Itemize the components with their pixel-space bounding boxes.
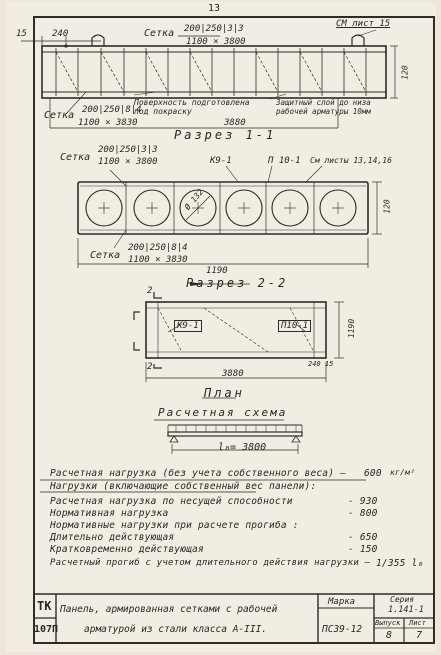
elevation-mesh-bottom-size: 1100 × 3830 [78,118,138,128]
loads-longterm-value: - 650 [348,532,378,543]
section-1-k9-label: К9-1 [210,156,232,166]
section-2-dim-end: 240 15 [308,360,334,368]
section-1-mesh-top-size: 1100 × 3800 [98,157,158,167]
elevation-note-cover-1: Защитный слой до низа [276,98,371,107]
elevation-height: 120 [400,65,410,80]
elevation-mesh-bottom-spec: 200|250|8|4 [82,105,142,115]
title-block-issue-value: 8 [386,630,393,641]
section-1-sheets-ref: См листы 13,14,16 [310,156,392,165]
elevation-note-surface-1: Поверхность подготовлена [134,98,250,107]
section-2-title: Разрез 2-2 [186,276,289,290]
elevation-mesh-top-spec: 200|250|3|3 [184,24,244,34]
loads-design-value: 600 [364,468,382,479]
title-block-description-2: арматурой из стали класса А-III. [84,624,268,635]
loads-normative-value: - 800 [348,508,378,519]
loads-normative-label: Нормативная нагрузка [50,508,169,519]
title-block-code-top: ТК [37,599,52,613]
section-1-mesh-bottom-label: Сетка [90,250,121,261]
section-2-mark-k9: К9-1 [174,320,202,332]
section-1-width: 1190 [206,266,228,276]
section-1-p10-label: П 10-1 [268,156,301,166]
title-block-series-value: 1.141-1 [388,605,424,615]
loads-bearing-value: - 930 [348,496,378,507]
title-block-sheet-header: Лист [409,619,426,627]
section-2-mark-p10: П10-1 [278,320,312,332]
title-block-mark-header: Марка [328,597,356,607]
section-1-mesh-top-label: Сетка [60,152,91,163]
elevation-mesh-top-size: 1100 × 3800 [186,37,246,47]
title-block-issue-header: Выпуск [375,619,401,627]
section-1-mesh-top-spec: 200|250|3|3 [98,145,158,155]
section-2-dim-length: 3880 [222,369,244,379]
scheme-title: Расчетная схема [158,406,288,419]
drawing-frame [33,16,435,644]
elevation-note-surface-2: под покраску [134,107,192,116]
title-block-code-bottom: 107П [34,624,59,635]
loads-longterm-label: Длительно действующая [50,532,175,543]
loads-shortterm-value: - 150 [348,544,378,555]
scheme-span: l₀= 3800 [218,442,267,453]
title-block-series-header: Серия [390,595,415,604]
section-1-height: 120 [382,199,392,214]
section-1-title: Разрез 1-1 [174,128,277,142]
title-block-mark-value: ПС39-12 [322,624,363,635]
section-2-mark-top: 2 [147,286,153,296]
page-number: 13 [208,3,221,14]
loads-bearing-label: Расчетная нагрузка по несущей способност… [50,496,293,507]
loads-deflection-label: Расчетный прогиб с учетом длительного де… [50,558,371,568]
section-1-mesh-bottom-size: 1100 × 3830 [128,255,188,265]
loads-bearing-header: Нагрузки (включающие собственный вес пан… [50,481,317,492]
elevation-dim-15: 15 [16,29,27,39]
elevation-mesh-top-label: Сетка [144,28,175,39]
title-block-description-1: Панель, армированная сетками с рабочей [60,604,278,615]
section-2-mark-bottom: 2 [147,362,153,372]
elevation-length: 3880 [224,118,246,128]
plan-title: План [204,386,245,400]
loads-design-unit: кг/м² [390,468,416,477]
loads-design-label: Расчетная нагрузка (без учета собственно… [50,468,346,479]
elevation-dim-240: 240 [52,29,69,39]
drawing-linework [21,29,435,644]
section-2-dim-width: 1190 [347,318,357,339]
drawing-sheet: 13 [6,2,436,652]
elevation-note-cover-2: рабочей арматуры 10мм [276,107,371,116]
title-block-sheet-value: 7 [416,630,423,641]
section-1-mesh-bottom-spec: 200|250|8|4 [128,243,188,253]
loads-deflection-value: 1/355 l₀ [376,558,424,569]
elevation-mesh-bottom-label: Сетка [44,110,75,121]
loads-deflection-header: Нормативные нагрузки при расчете прогиба… [50,520,299,531]
loads-shortterm-label: Кратковременно действующая [50,544,204,555]
elevation-sheet-ref: СМ лист 15 [336,19,391,29]
